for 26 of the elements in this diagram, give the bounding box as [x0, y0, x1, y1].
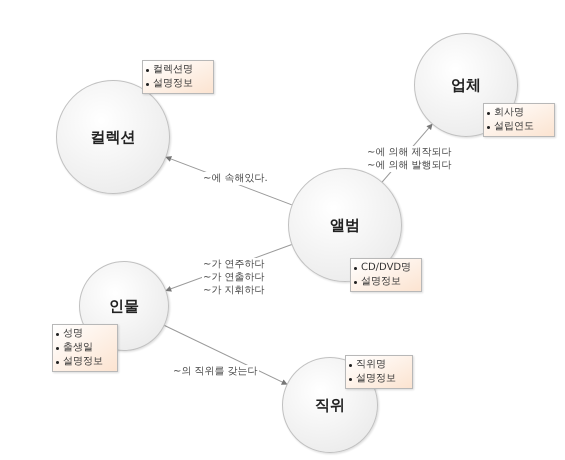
attribute-item: 출생일 [63, 341, 93, 355]
edge-label: ~의 직위를 갖는다 [172, 365, 259, 378]
attribute-item: 회사명 [494, 106, 524, 120]
attribute-item: 설명정보 [153, 77, 193, 91]
entity-name: 업체 [451, 74, 481, 96]
attribute-box [52, 324, 118, 372]
attribute-item: 설립연도 [494, 120, 534, 134]
attribute-item: 설명정보 [63, 355, 103, 369]
entity-name: 직위 [315, 394, 345, 416]
attribute-box [483, 103, 555, 137]
attribute-item: 설명정보 [361, 275, 401, 289]
attribute-item: 컬렉션명 [153, 63, 193, 77]
attribute-item: 성명 [63, 327, 83, 341]
entity-name: 앨범 [330, 214, 360, 236]
arrow [164, 325, 288, 385]
attribute-item: 설명정보 [356, 372, 396, 386]
attribute-box [350, 258, 422, 292]
edge-label: ~가 연주하다 ~가 연출하다 ~가 지휘하다 [202, 258, 266, 297]
entity-name: 컬렉션 [90, 126, 136, 148]
edge-label: ~에 속해있다. [202, 172, 269, 185]
attribute-item: 직위명 [356, 358, 386, 372]
attribute-box [345, 355, 413, 389]
attribute-item: CD/DVD명 [361, 261, 412, 275]
attribute-box [142, 60, 214, 94]
edge-label: ~에 의해 제작되다 ~에 의해 발행되다 [366, 146, 453, 172]
entity-name: 인물 [109, 296, 139, 317]
